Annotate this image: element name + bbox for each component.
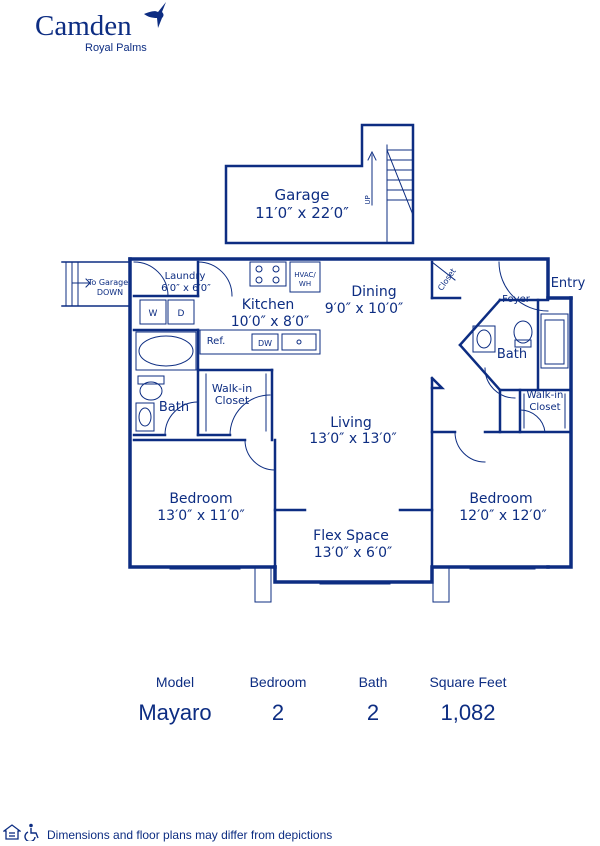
dw-label: DW (258, 339, 272, 348)
living-name: Living (330, 415, 372, 431)
brand-community: Royal Palms (85, 42, 147, 54)
windows (169, 565, 536, 603)
flex-dims: 13′0″ x 6′0″ (314, 545, 393, 561)
stair-landing (61, 261, 131, 307)
spec-header-model: Model (155, 674, 195, 690)
equal-housing-icon (3, 824, 21, 840)
spec-header-bath: Bath (358, 674, 388, 690)
foyer-label: Foyer (502, 294, 531, 305)
bedroom-left-name: Bedroom (169, 491, 232, 507)
laundry-name: Laundry (165, 271, 206, 282)
spec-value-sqft: 1,082 (440, 700, 496, 725)
walkin-right-line1: Walk-in (527, 390, 564, 401)
dining-name: Dining (351, 284, 396, 300)
garage-name: Garage (275, 186, 330, 204)
interior-walls (132, 260, 573, 569)
fixtures (135, 261, 569, 432)
walkin-right-line2: Closet (529, 402, 560, 413)
garage-walls (224, 123, 415, 245)
bedroom-right-name: Bedroom (469, 491, 532, 507)
brand-logo-text: Camden (35, 10, 132, 42)
spec-header-sqft: Square Feet (429, 674, 507, 690)
flex-name: Flex Space (313, 528, 389, 544)
to-garage-line2: DOWN (97, 288, 123, 297)
spec-value-bath: 2 (366, 700, 380, 725)
wheelchair-accessible-icon (24, 823, 39, 841)
dining-dims: 9′0″ x 10′0″ (325, 301, 404, 317)
spec-header-bedroom: Bedroom (249, 674, 307, 690)
entry-label: Entry (551, 276, 586, 291)
bath-left-label: Bath (159, 400, 189, 415)
spec-value-model: Mayaro (138, 700, 212, 725)
kitchen-name: Kitchen (242, 297, 295, 313)
stairs-up-label: UP (364, 195, 372, 204)
laundry-dims: 6′0″ x 6′0″ (161, 283, 211, 294)
washer-label: W (149, 309, 158, 319)
bath-right-label: Bath (497, 347, 527, 362)
hvac-line1: HVAC/ (294, 271, 316, 279)
garage-dims: 11′0″ x 22′0″ (255, 204, 349, 222)
to-garage-line1: To Garage (87, 278, 128, 287)
disclaimer-text: Dimensions and floor plans may differ fr… (47, 828, 333, 842)
walkin-left-line1: Walk-in (212, 382, 252, 395)
door-swings (133, 261, 549, 471)
living-dims: 13′0″ x 13′0″ (309, 431, 396, 447)
spec-value-bedroom: 2 (271, 700, 285, 725)
ref-label: Ref. (207, 336, 226, 347)
hvac-line2: WH (299, 280, 311, 288)
dryer-label: D (178, 309, 185, 319)
bedroom-left-dims: 13′0″ x 11′0″ (157, 508, 244, 524)
bedroom-right-dims: 12′0″ x 12′0″ (459, 508, 546, 524)
kitchen-dims: 10′0″ x 8′0″ (231, 314, 310, 330)
exterior-walls (128, 257, 573, 584)
walkin-left-line2: Closet (215, 394, 250, 407)
hummingbird-logo-icon (144, 2, 166, 28)
